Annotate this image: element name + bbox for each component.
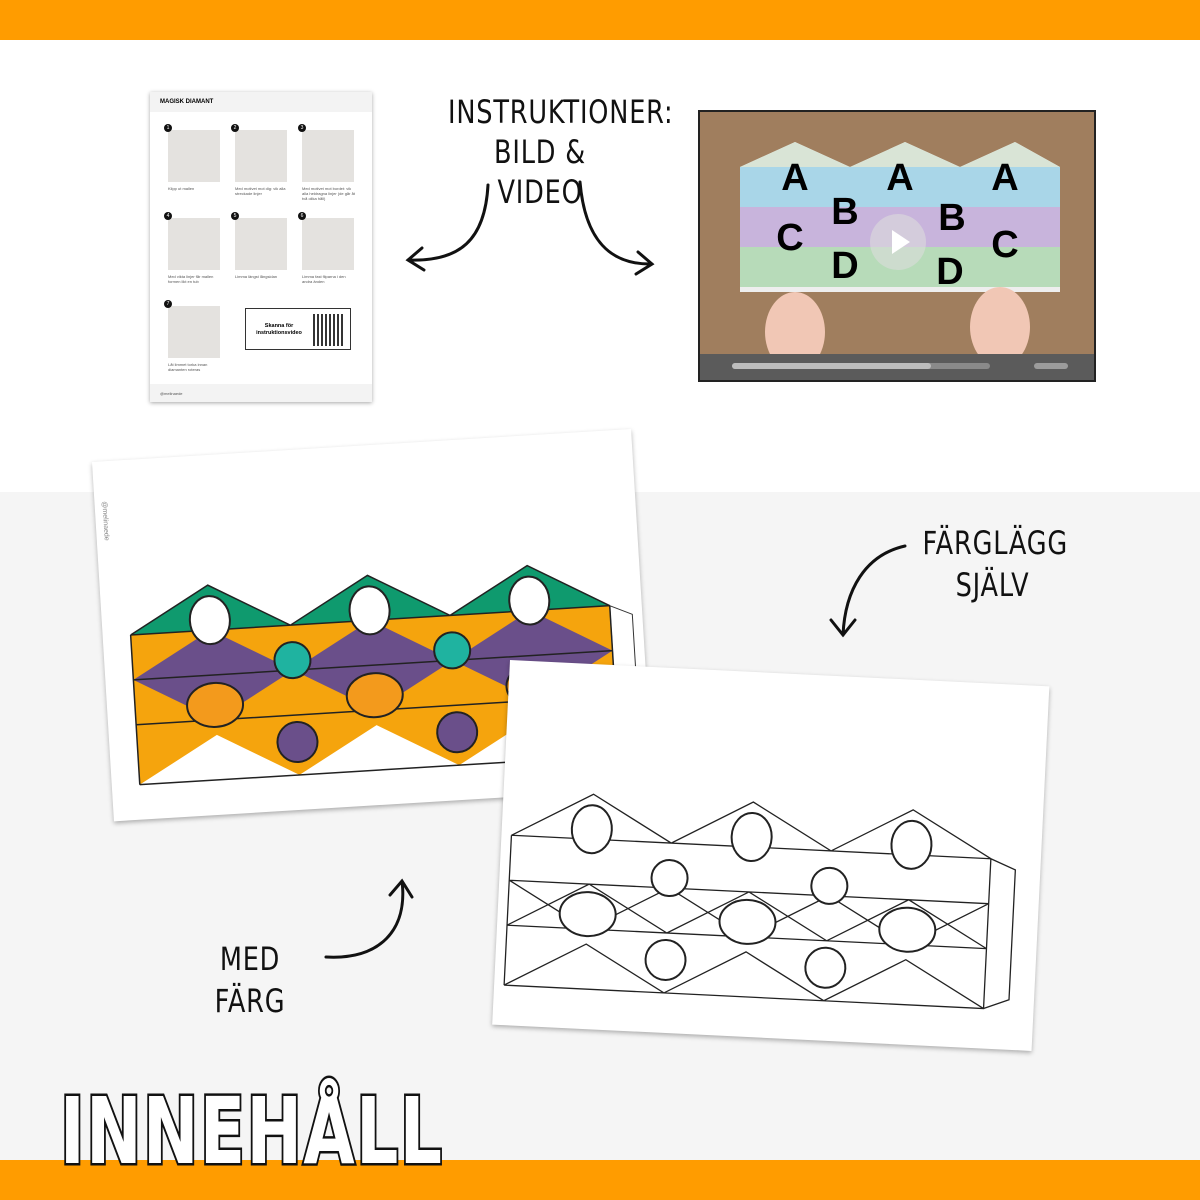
letter-a: A bbox=[781, 157, 808, 199]
play-button[interactable] bbox=[870, 214, 926, 270]
video-progress-bar[interactable] bbox=[732, 363, 990, 369]
instructions-label: INSTRUKTIONER:BILD & VIDEO bbox=[448, 93, 674, 211]
with-color-label: MED FÄRG bbox=[214, 940, 286, 1020]
blank-diamond-pattern bbox=[503, 793, 1017, 1010]
letter-d: D bbox=[936, 251, 963, 293]
letter-a: A bbox=[886, 157, 913, 199]
colored-diamond-pattern bbox=[129, 564, 641, 786]
letter-c: C bbox=[776, 217, 803, 259]
qr-code bbox=[313, 314, 345, 346]
arrow-right-icon bbox=[578, 180, 655, 276]
qr-code-box: Skanna för instruktionsvideo bbox=[245, 308, 351, 350]
letter-a: A bbox=[991, 157, 1018, 199]
bottom-accent-bar bbox=[0, 1160, 1200, 1200]
video-player[interactable]: A A A B B C C D D bbox=[698, 110, 1096, 382]
arrow-left-icon bbox=[405, 183, 490, 272]
letter-d: D bbox=[831, 245, 858, 287]
blank-template-sheet bbox=[492, 660, 1050, 1051]
colored-template-sheet: @melinaede bbox=[92, 429, 653, 822]
volume-slider[interactable] bbox=[1034, 363, 1068, 369]
qr-label: Skanna för instruktionsvideo bbox=[256, 323, 302, 336]
sheet-title: MAGISK DIAMANT bbox=[150, 92, 372, 112]
arrow-down-icon bbox=[829, 544, 907, 638]
top-accent-bar bbox=[0, 0, 1200, 40]
video-controls bbox=[700, 354, 1094, 380]
sheet-footer: @melinaede bbox=[150, 384, 372, 402]
letter-b: B bbox=[938, 197, 965, 239]
arrow-up-icon bbox=[324, 878, 414, 959]
letter-c: C bbox=[991, 224, 1018, 266]
letter-b: B bbox=[831, 191, 858, 233]
page-title: INNEHÅLL bbox=[58, 1076, 444, 1188]
